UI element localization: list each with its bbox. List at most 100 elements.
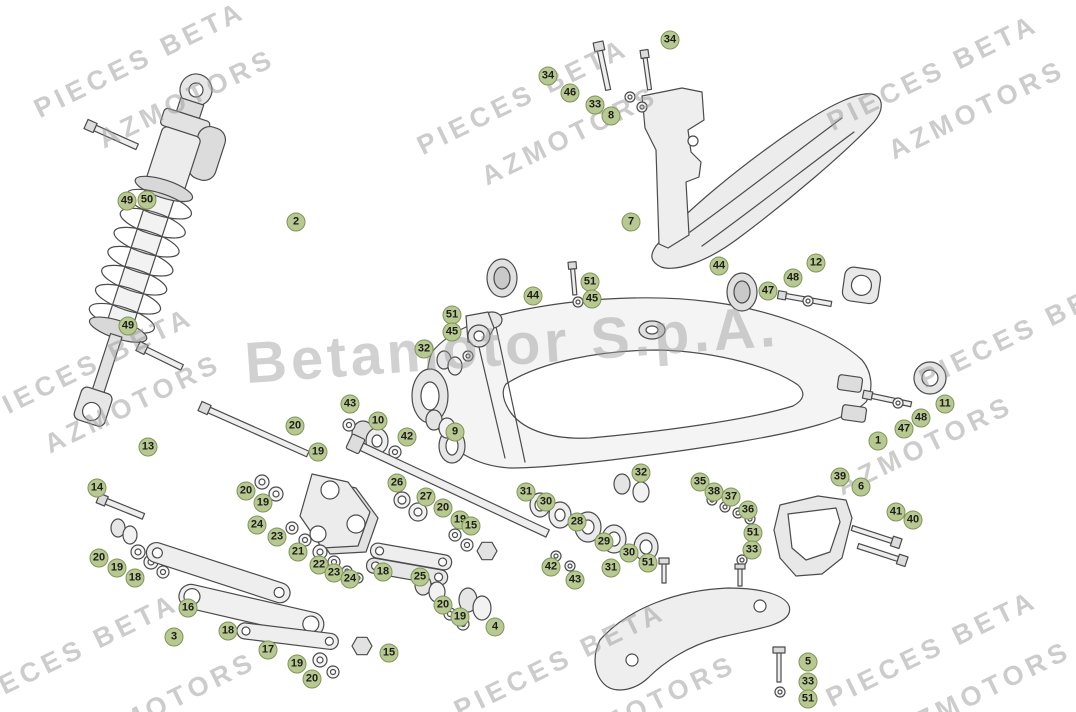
tensioner-cap-drawing	[913, 361, 947, 395]
part-callout-42[interactable]: 42	[397, 427, 417, 447]
part-callout-20[interactable]: 20	[89, 548, 109, 568]
part-callout-6[interactable]: 6	[851, 477, 871, 497]
washer-drawing	[624, 91, 648, 113]
part-callout-19[interactable]: 19	[308, 442, 328, 462]
part-callout-45[interactable]: 45	[442, 322, 462, 342]
part-callout-39[interactable]: 39	[830, 467, 850, 487]
part-callout-15[interactable]: 15	[461, 516, 481, 536]
part-callout-23[interactable]: 23	[267, 527, 287, 547]
part-callout-49[interactable]: 49	[117, 191, 137, 211]
part-callout-20[interactable]: 20	[302, 669, 322, 689]
part-callout-13[interactable]: 13	[138, 437, 158, 457]
part-callout-31[interactable]: 31	[601, 558, 621, 578]
part-callout-18[interactable]: 18	[218, 621, 238, 641]
part-callout-47[interactable]: 47	[894, 419, 914, 439]
part-callout-46[interactable]: 46	[560, 83, 580, 103]
part-callout-18[interactable]: 18	[125, 568, 145, 588]
part-callout-44[interactable]: 44	[709, 256, 729, 276]
part-callout-19[interactable]: 19	[450, 607, 470, 627]
part-callout-47[interactable]: 47	[758, 281, 778, 301]
part-callout-40[interactable]: 40	[903, 510, 923, 530]
part-callout-45[interactable]: 45	[582, 289, 602, 309]
part-callout-2[interactable]: 2	[286, 212, 306, 232]
part-callout-35[interactable]: 35	[690, 472, 710, 492]
part-callout-48[interactable]: 48	[783, 268, 803, 288]
part-callout-43[interactable]: 43	[340, 394, 360, 414]
bearing-cap-drawing	[486, 258, 758, 312]
part-callout-51[interactable]: 51	[638, 553, 658, 573]
part-callout-31[interactable]: 31	[516, 482, 536, 502]
part-callout-34[interactable]: 34	[660, 30, 680, 50]
part-callout-51[interactable]: 51	[743, 523, 763, 543]
part-callout-19[interactable]: 19	[107, 558, 127, 578]
part-callout-42[interactable]: 42	[541, 557, 561, 577]
part-callout-33[interactable]: 33	[585, 95, 605, 115]
part-callout-20[interactable]: 20	[433, 595, 453, 615]
washer-drawing	[892, 397, 904, 409]
swingarm-drawing	[411, 297, 872, 469]
part-callout-32[interactable]: 32	[631, 463, 651, 483]
part-callout-27[interactable]: 27	[416, 487, 436, 507]
part-callout-16[interactable]: 16	[178, 598, 198, 618]
part-callout-30[interactable]: 30	[536, 492, 556, 512]
part-callout-18[interactable]: 18	[373, 562, 393, 582]
part-callout-8[interactable]: 8	[601, 106, 621, 126]
part-callout-37[interactable]: 37	[721, 487, 741, 507]
part-callout-38[interactable]: 38	[704, 482, 724, 502]
part-callout-30[interactable]: 30	[619, 543, 639, 563]
part-callout-7[interactable]: 7	[621, 212, 641, 232]
screw-drawing	[567, 261, 578, 296]
part-callout-34[interactable]: 34	[538, 66, 558, 86]
part-callout-20[interactable]: 20	[236, 481, 256, 501]
bolt-drawing	[135, 340, 184, 371]
shock-absorber-drawing	[73, 73, 227, 427]
part-callout-22[interactable]: 22	[309, 555, 329, 575]
part-callout-20[interactable]: 20	[285, 416, 305, 436]
part-callout-15[interactable]: 15	[379, 643, 399, 663]
part-callout-33[interactable]: 33	[742, 540, 762, 560]
bolt-drawing	[592, 40, 612, 92]
part-callout-1[interactable]: 1	[868, 431, 888, 451]
part-callout-25[interactable]: 25	[410, 567, 430, 587]
part-callout-44[interactable]: 44	[523, 286, 543, 306]
part-callout-19[interactable]: 19	[287, 654, 307, 674]
part-callout-14[interactable]: 14	[87, 478, 107, 498]
part-callout-41[interactable]: 41	[886, 502, 906, 522]
part-callout-5[interactable]: 5	[798, 652, 818, 672]
part-callout-10[interactable]: 10	[368, 411, 388, 431]
part-callout-50[interactable]: 50	[137, 190, 157, 210]
part-callout-26[interactable]: 26	[387, 473, 407, 493]
washer-drawing	[802, 295, 814, 307]
chain-guide-upper-drawing	[651, 93, 882, 269]
part-callout-32[interactable]: 32	[414, 339, 434, 359]
part-callout-19[interactable]: 19	[253, 493, 273, 513]
part-callout-28[interactable]: 28	[567, 512, 587, 532]
part-callout-29[interactable]: 29	[594, 532, 614, 552]
bolt-drawing	[83, 118, 139, 151]
part-callout-4[interactable]: 4	[485, 617, 505, 637]
part-callout-49[interactable]: 49	[118, 316, 138, 336]
rear-axle-drawing	[345, 433, 550, 538]
part-callout-51[interactable]: 51	[798, 689, 818, 709]
part-callout-33[interactable]: 33	[798, 672, 818, 692]
part-callout-21[interactable]: 21	[288, 542, 308, 562]
chain-slider-drawing	[594, 587, 791, 698]
part-callout-11[interactable]: 11	[935, 394, 955, 414]
part-callout-24[interactable]: 24	[340, 569, 360, 589]
bolt-drawing	[639, 48, 653, 91]
part-callout-12[interactable]: 12	[806, 253, 826, 273]
part-callout-24[interactable]: 24	[247, 515, 267, 535]
part-callout-43[interactable]: 43	[565, 570, 585, 590]
part-callout-9[interactable]: 9	[445, 422, 465, 442]
tensioner-block-drawing	[841, 266, 882, 305]
part-callout-36[interactable]: 36	[738, 500, 758, 520]
chain-guide-block-drawing	[773, 495, 909, 577]
mud-flap-bracket-drawing	[641, 87, 705, 249]
part-callout-48[interactable]: 48	[911, 408, 931, 428]
part-callout-3[interactable]: 3	[164, 627, 184, 647]
part-callout-17[interactable]: 17	[258, 640, 278, 660]
part-callout-20[interactable]: 20	[433, 498, 453, 518]
